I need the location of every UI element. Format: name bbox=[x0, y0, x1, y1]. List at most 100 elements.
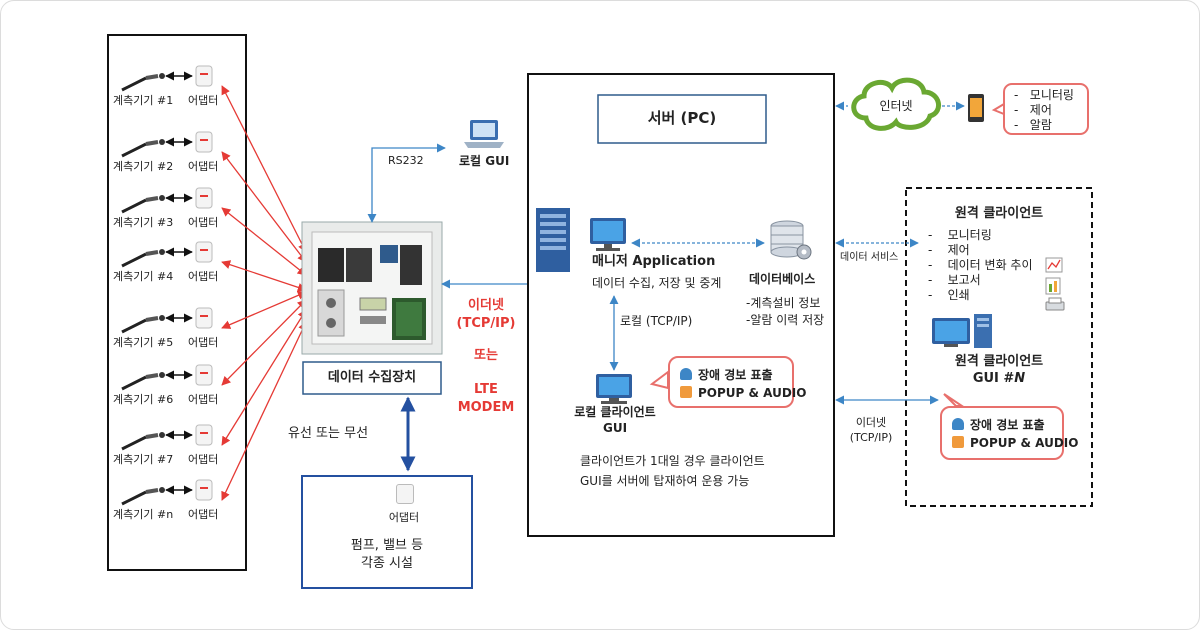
facility-box bbox=[301, 475, 473, 589]
device-name: 계측기기 #n bbox=[113, 508, 174, 521]
device-name: 계측기기 #2 bbox=[113, 160, 174, 173]
lte-label-2: MODEM bbox=[457, 400, 515, 415]
local-gui-label: 로컬 GUI bbox=[459, 154, 510, 168]
remote-feature-list: - 모니터링 - 제어 - 데이터 변화 추이 - 보고서 - 인쇄 bbox=[928, 228, 1033, 303]
device-icons bbox=[121, 65, 213, 506]
remote-feature-5: - 인쇄 bbox=[928, 288, 970, 302]
adapter-icon bbox=[195, 424, 213, 446]
server-title-box bbox=[597, 94, 767, 144]
collector-label: 데이터 수집장치 bbox=[327, 370, 417, 385]
device-name: 계측기기 #3 bbox=[113, 216, 174, 229]
adapter-label: 어댑터 bbox=[188, 270, 219, 283]
remote-alarm-text-2: POPUP & AUDIO bbox=[970, 436, 1079, 450]
ethernet-label-2: (TCP/IP) bbox=[456, 316, 516, 331]
device-name: 계측기기 #6 bbox=[113, 393, 174, 406]
local-alarm-callout: 장애 경보 표출 POPUP & AUDIO bbox=[668, 356, 806, 408]
adapter-icon bbox=[195, 187, 213, 209]
remote-ethernet-label-1: 이더넷 bbox=[855, 416, 887, 429]
remote-title: 원격 클라이언트 bbox=[954, 206, 1044, 221]
adapter-label: 어댑터 bbox=[188, 160, 219, 173]
adapter-icon bbox=[195, 479, 213, 501]
remote-alarm-speaker-icon bbox=[952, 436, 964, 448]
internet-label: 인터넷 bbox=[879, 99, 913, 113]
collector-label-box bbox=[302, 361, 442, 395]
remote-ethernet-label-2: (TCP/IP) bbox=[849, 431, 893, 444]
mobile-feature-list: - 모니터링 - 제어 - 알람 bbox=[1014, 88, 1074, 133]
device-name: 계측기기 #7 bbox=[113, 453, 174, 466]
local-alarm-text-2: POPUP & AUDIO bbox=[698, 386, 807, 400]
alarm-heart-icon bbox=[680, 368, 692, 380]
local-alarm-row-2: POPUP & AUDIO bbox=[680, 386, 806, 400]
probe-icon bbox=[121, 432, 165, 451]
lte-label-1: LTE bbox=[474, 382, 498, 397]
adapter-label: 어댑터 bbox=[188, 216, 219, 229]
db-item-2: -알람 이력 저장 bbox=[746, 313, 825, 327]
device-name: 계측기기 #4 bbox=[113, 270, 174, 283]
server-box bbox=[527, 73, 835, 537]
adapter-icon bbox=[195, 65, 213, 87]
device-link-n bbox=[221, 321, 307, 501]
adapter-icon bbox=[195, 131, 213, 153]
server-tower-icon bbox=[536, 208, 570, 272]
mobile-feature-2: - 제어 bbox=[1014, 103, 1052, 117]
probe-icon bbox=[121, 139, 165, 158]
rs232-label: RS232 bbox=[388, 154, 424, 167]
local-tcp-label: 로컬 (TCP/IP) bbox=[620, 314, 693, 328]
manager-subtitle: 데이터 수집, 저장 및 중계 bbox=[592, 276, 722, 290]
local-client-monitor-icon bbox=[596, 374, 632, 404]
adapter-label: 어댑터 bbox=[188, 94, 219, 107]
remote-client-computer-icon bbox=[932, 314, 992, 348]
wired-wireless-label: 유선 또는 무선 bbox=[288, 426, 369, 441]
local-alarm-text-1: 장애 경보 표출 bbox=[698, 368, 773, 382]
mobile-phone-icon bbox=[968, 94, 984, 122]
local-client-label-2: GUI bbox=[602, 421, 628, 435]
adapter-label: 어댑터 bbox=[188, 453, 219, 466]
remote-item-icons bbox=[1045, 257, 1065, 311]
mobile-callout-tail bbox=[991, 102, 1005, 116]
local-alarm-row-1: 장애 경보 표출 bbox=[680, 366, 773, 383]
facility-label-1: 펌프, 밸브 등 bbox=[350, 538, 424, 553]
internet-cloud-icon bbox=[851, 77, 941, 131]
local-client-label-1: 로컬 클라이언트 bbox=[574, 405, 656, 419]
probe-icon bbox=[121, 315, 165, 334]
adapter-icon bbox=[195, 364, 213, 386]
collector-image bbox=[301, 221, 443, 355]
remote-gui-label-2: GUI #N bbox=[972, 371, 1026, 386]
remote-alarm-heart-icon bbox=[952, 418, 964, 430]
database-icon bbox=[770, 220, 812, 260]
facility-label-2: 각종 시설 bbox=[361, 556, 413, 571]
local-gui-laptop bbox=[464, 120, 504, 148]
server-note-2: GUI를 서버에 탑재하여 운용 가능 bbox=[580, 474, 750, 488]
mobile-feature-1: - 모니터링 bbox=[1014, 88, 1074, 102]
remote-feature-2: - 제어 bbox=[928, 243, 970, 257]
probe-icon bbox=[121, 372, 165, 391]
remote-alarm-callout: 장애 경보 표출 POPUP & AUDIO bbox=[940, 406, 1078, 460]
adapter-label: 어댑터 bbox=[188, 336, 219, 349]
probe-icon bbox=[121, 73, 165, 92]
device-link-arrows bbox=[221, 85, 307, 501]
adapter-label: 어댑터 bbox=[188, 508, 219, 521]
rs232-link bbox=[367, 143, 446, 223]
remote-alarm-text-1: 장애 경보 표출 bbox=[970, 418, 1045, 432]
ethernet-label-1: 이더넷 bbox=[468, 298, 504, 313]
manager-monitor-icon bbox=[590, 218, 626, 251]
device-name: 계측기기 #1 bbox=[113, 94, 174, 107]
server-title: 서버 (PC) bbox=[647, 109, 717, 127]
facility-adapter-label: 어댑터 bbox=[388, 511, 420, 524]
adapter-icon bbox=[195, 241, 213, 263]
remote-feature-3: - 데이터 변화 추이 bbox=[928, 258, 1033, 272]
facility-adapter-icon bbox=[396, 484, 414, 504]
remote-alarm-row-2: POPUP & AUDIO bbox=[952, 436, 1078, 450]
probe-icon bbox=[121, 249, 165, 268]
mobile-feature-3: - 알람 bbox=[1014, 118, 1052, 132]
manager-title: 매니저 Application bbox=[592, 254, 716, 269]
db-title: 데이터베이스 bbox=[749, 272, 816, 286]
device-name: 계측기기 #5 bbox=[113, 336, 174, 349]
db-item-1: -계측설비 정보 bbox=[746, 296, 821, 310]
adapter-label: 어댑터 bbox=[188, 393, 219, 406]
remote-gui-label-1: 원격 클라이언트 bbox=[954, 354, 1044, 369]
probe-icon bbox=[121, 195, 165, 214]
probe-icon bbox=[121, 487, 165, 506]
